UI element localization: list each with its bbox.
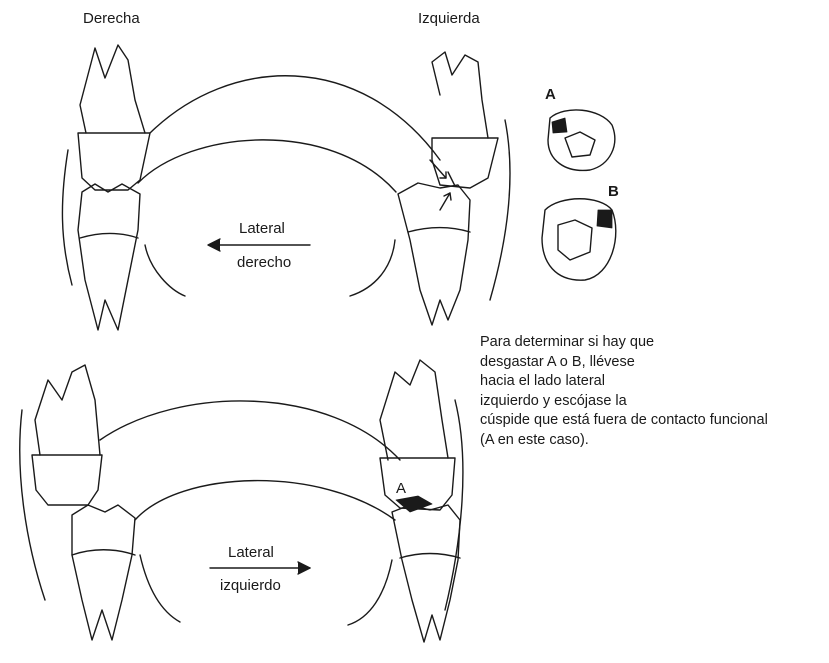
occlusal-sketch-b bbox=[542, 199, 616, 280]
bottom-right-lower-molar bbox=[72, 505, 180, 640]
top-movement-label-2: derecho bbox=[237, 254, 291, 271]
caption-line: desgastar A o B, llévese bbox=[480, 353, 768, 373]
caption-line: izquierdo y escójase la bbox=[480, 392, 768, 412]
label-a-bottom: A bbox=[396, 480, 406, 497]
bottom-figure bbox=[20, 360, 463, 642]
caption-line: hacia el lado lateral bbox=[480, 372, 768, 392]
top-right-lower-molar bbox=[78, 184, 185, 330]
caption-line: cúspide que está fuera de contacto funci… bbox=[480, 411, 768, 431]
top-left-lower-molar bbox=[350, 183, 470, 325]
bottom-right-upper-molar bbox=[20, 365, 102, 600]
label-a: A bbox=[545, 86, 556, 103]
bottom-left-lower-molar bbox=[348, 505, 460, 642]
right-side-label: Derecha bbox=[83, 10, 140, 27]
label-b: B bbox=[608, 183, 619, 200]
bottom-movement-label-1: Lateral bbox=[228, 544, 274, 561]
bottom-movement-label-2: izquierdo bbox=[220, 577, 281, 594]
bottom-lower-arch bbox=[135, 481, 395, 520]
bottom-movement-arrow bbox=[210, 562, 310, 574]
caption-line: Para determinar si hay que bbox=[480, 333, 768, 353]
top-lower-arch bbox=[138, 140, 396, 192]
bottom-upper-arch bbox=[100, 401, 400, 460]
top-movement-label-1: Lateral bbox=[239, 220, 285, 237]
caption: Para determinar si hay que desgastar A o… bbox=[480, 333, 768, 450]
top-figure bbox=[62, 45, 510, 330]
caption-line: (A en este caso). bbox=[480, 431, 768, 451]
left-side-label: Izquierda bbox=[418, 10, 480, 27]
occlusal-sketch-a bbox=[548, 110, 615, 170]
top-right-upper-molar bbox=[62, 45, 150, 285]
top-movement-arrow bbox=[208, 239, 310, 251]
top-upper-arch bbox=[150, 76, 440, 160]
bottom-left-upper-molar bbox=[380, 360, 463, 610]
